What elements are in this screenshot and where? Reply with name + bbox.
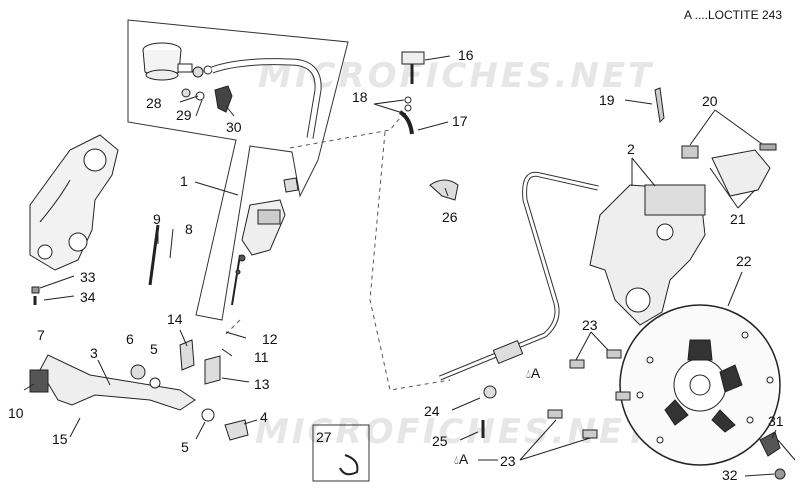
reservoir-hose: [210, 58, 322, 139]
watermark-top: MICROFICHES.NET: [258, 56, 655, 96]
callout-21: 21: [730, 211, 746, 227]
callout-17: 17: [452, 113, 468, 129]
callout-24: 24: [424, 403, 440, 419]
callout-16: 16: [458, 47, 474, 63]
loctite-mark-upper: 💧︎A: [526, 366, 540, 381]
callout-1: 1: [180, 173, 188, 189]
callout-12: 12: [262, 331, 278, 347]
loctite-letter: A: [458, 451, 469, 467]
hose-clip: [429, 179, 459, 201]
drop-icon: 💧︎: [526, 367, 531, 381]
leader-lines: [23, 55, 777, 477]
callout-30: 30: [226, 119, 242, 135]
callout-27: 27: [316, 429, 332, 445]
callout-15: 15: [52, 431, 68, 447]
callout-11: 11: [254, 349, 269, 365]
caliper-mounting-plate: [29, 134, 119, 271]
rear-master-cylinder: [231, 177, 299, 306]
callout-7: 7: [37, 327, 45, 343]
switch-13: [204, 355, 221, 385]
callout-4: 4: [260, 409, 268, 425]
callout-10: 10: [8, 405, 24, 421]
callout-34: 34: [80, 289, 96, 305]
callout-6: 6: [126, 331, 134, 347]
rear-brake-disc: [619, 304, 781, 466]
washer-5a: [149, 377, 161, 389]
callout-22: 22: [736, 253, 752, 269]
return-spring: [148, 224, 160, 286]
washer-5b: [201, 408, 215, 422]
callout-8: 8: [185, 221, 193, 237]
callout-23b: 23: [500, 453, 516, 469]
callout-18: 18: [352, 89, 368, 105]
callout-26: 26: [442, 209, 458, 225]
loctite-mark-lower: 💧︎A: [454, 452, 468, 467]
callout-29: 29: [176, 107, 192, 123]
bracket-14: [179, 339, 195, 371]
drop-icon: 💧︎: [454, 453, 459, 467]
brake-pedal: [29, 354, 196, 411]
part-27-box: [312, 424, 370, 482]
bushing-6: [130, 364, 146, 380]
circlip-27: [339, 454, 359, 476]
brake-hose-union: [398, 51, 425, 135]
loctite-letter: A: [530, 365, 541, 381]
dashed-routing: [225, 111, 451, 391]
pivot-pin: [224, 419, 249, 441]
callout-25: 25: [432, 433, 448, 449]
abs-sensor: [759, 431, 796, 480]
callout-33: 33: [80, 269, 96, 285]
callout-5a: 5: [150, 341, 158, 357]
callout-9: 9: [153, 211, 161, 227]
callout-3: 3: [90, 345, 98, 361]
callout-28: 28: [146, 95, 162, 111]
reservoir-group-frame: [127, 19, 349, 321]
bracket-30: [181, 85, 233, 113]
callout-19: 19: [599, 92, 615, 108]
callout-5b: 5: [181, 439, 189, 455]
callout-23a: 23: [582, 317, 598, 333]
disc-screws: [547, 349, 631, 439]
brake-pads: [681, 143, 777, 197]
callout-13: 13: [254, 376, 270, 392]
callout-2: 2: [627, 141, 635, 157]
callout-32: 32: [722, 467, 738, 483]
bleed-screw: [654, 87, 665, 124]
rear-brake-caliper: [589, 184, 706, 326]
rear-brake-pipe: [439, 171, 599, 381]
legend-loctite: A ....LOCTITE 243: [683, 8, 782, 22]
callout-20: 20: [702, 93, 718, 109]
callout-31: 31: [768, 413, 784, 429]
banjo-24: [483, 385, 497, 399]
brake-fluid-reservoir: [142, 42, 213, 81]
callout-14: 14: [167, 311, 183, 327]
